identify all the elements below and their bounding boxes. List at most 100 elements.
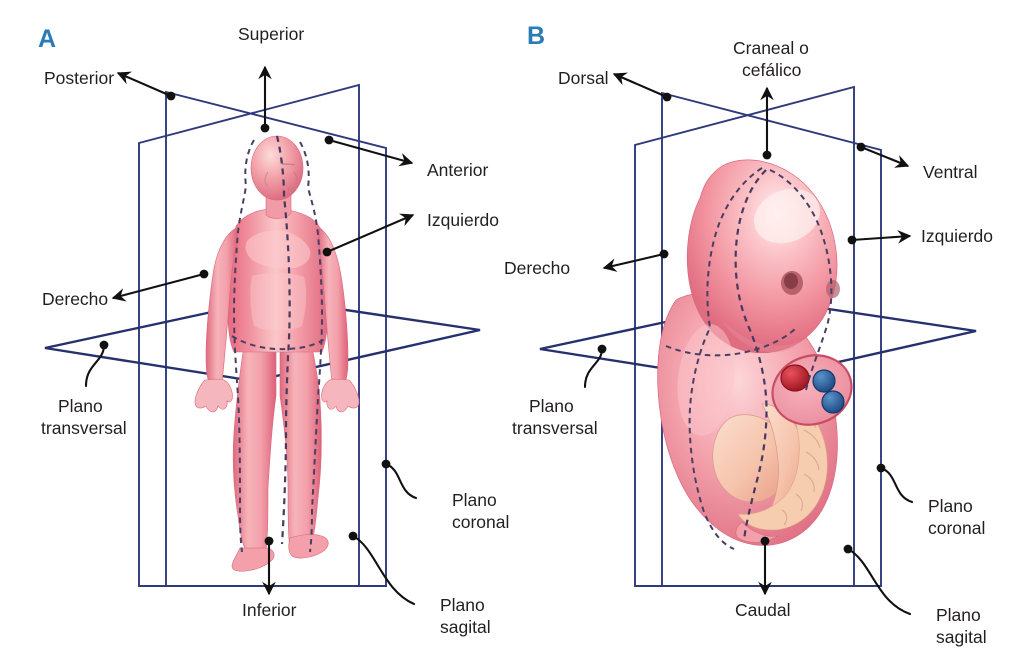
label-b-plano-sagital-line2: sagital xyxy=(936,627,987,647)
dot-b-derecho xyxy=(659,249,669,259)
embryo-coronal-trace-left xyxy=(688,167,763,550)
label-a-posterior: Posterior xyxy=(44,68,114,88)
mouth-line xyxy=(287,186,299,190)
panel-a-plane-leaders: Plano transversal Plano coronal Plano sa… xyxy=(41,340,509,637)
label-b-plano-coronal-line1: Plano xyxy=(928,496,973,516)
leader-b-derecho xyxy=(602,252,665,272)
dot-b-plano-coronal xyxy=(876,463,886,473)
dot-b-craneal xyxy=(762,150,772,160)
head-highlight xyxy=(754,188,820,244)
dot-a-plano-coronal xyxy=(381,459,391,469)
panel-a-direction-leaders: Superior Inferior Posterior Anterior Izq… xyxy=(42,24,499,620)
embryo-figure xyxy=(657,159,853,550)
umbilical-vein-1 xyxy=(812,369,836,393)
dot-b-plano-sagital xyxy=(843,544,853,554)
label-a-plano-coronal-line1: Plano xyxy=(452,490,497,510)
label-a-izquierdo: Izquierdo xyxy=(427,210,499,230)
panel-b-letter: B xyxy=(527,22,545,50)
left-foot xyxy=(231,547,275,572)
label-b-plano-transversal-line1: Plano xyxy=(529,396,574,416)
umbilical-vein-2 xyxy=(821,390,845,414)
label-b-plano-transversal-line2: transversal xyxy=(512,418,598,438)
adult-figure xyxy=(194,135,360,572)
dot-a-plano-transversal xyxy=(99,340,109,350)
leader-b-plano-sagital xyxy=(846,547,912,616)
label-b-craneal-line1: Craneal o xyxy=(733,38,809,58)
dot-a-izquierdo xyxy=(322,247,332,257)
upper-limb-bud xyxy=(712,414,790,503)
dot-a-plano-sagital xyxy=(348,531,358,541)
eye-line xyxy=(281,163,296,166)
ear-line xyxy=(264,171,269,187)
label-a-anterior: Anterior xyxy=(427,160,488,180)
dot-b-caudal xyxy=(760,536,770,546)
label-a-superior: Superior xyxy=(238,24,304,44)
label-a-plano-sagital-line1: Plano xyxy=(440,595,485,615)
left-hand xyxy=(321,378,360,413)
dot-b-plano-transversal xyxy=(597,344,607,354)
label-b-caudal: Caudal xyxy=(735,600,790,620)
leader-a-plano-sagital xyxy=(351,534,416,606)
right-hand xyxy=(194,378,233,413)
dot-a-anterior xyxy=(324,135,334,145)
label-a-derecho: Derecho xyxy=(42,289,108,309)
leader-a-plano-coronal xyxy=(384,462,418,500)
label-b-plano-sagital-line1: Plano xyxy=(936,605,981,625)
label-a-plano-transversal-line2: transversal xyxy=(41,418,127,438)
back-highlight xyxy=(677,324,735,436)
leader-a-posterior xyxy=(116,71,172,97)
dot-b-izquierdo xyxy=(847,235,857,245)
plane-a-coronal xyxy=(165,90,387,587)
panel-a-letter: A xyxy=(38,25,56,53)
coronal-trace-left xyxy=(299,141,324,553)
plane-a-transversal xyxy=(44,297,481,383)
dot-a-inferior xyxy=(264,536,274,546)
head xyxy=(250,135,304,201)
pharyngeal-arch xyxy=(722,320,800,353)
right-foot xyxy=(288,534,329,559)
left-arm xyxy=(317,227,349,383)
right-leg xyxy=(279,344,322,551)
leader-b-izquierdo xyxy=(851,230,912,244)
label-a-plano-coronal-line2: coronal xyxy=(452,512,509,532)
tail-tip xyxy=(735,521,779,543)
midsagittal-trace xyxy=(275,135,291,545)
dot-a-derecho xyxy=(199,269,209,279)
leader-a-izquierdo xyxy=(326,213,415,253)
chest-shading xyxy=(245,230,311,269)
label-b-craneal-line2: cefálico xyxy=(742,60,801,80)
panel-b-direction-leaders: Craneal o cefálico Caudal Dorsal Ventral… xyxy=(504,38,993,620)
abdomen-shading xyxy=(250,273,307,331)
leader-b-plano-transversal xyxy=(583,347,604,389)
umbilical-artery xyxy=(780,364,810,392)
label-b-derecho: Derecho xyxy=(504,258,570,278)
label-b-ventral: Ventral xyxy=(923,162,977,182)
panel-b-plane-leaders: Plano transversal Plano coronal Plano sa… xyxy=(512,344,987,647)
leader-a-derecho xyxy=(111,272,205,302)
label-a-plano-transversal-line1: Plano xyxy=(58,396,103,416)
leader-a-anterior xyxy=(328,138,414,167)
label-a-plano-sagital-line2: sagital xyxy=(440,617,491,637)
leader-a-plano-transversal xyxy=(84,343,106,388)
coronal-trace-right xyxy=(232,139,255,553)
dot-a-superior xyxy=(260,123,270,133)
panel-b: B xyxy=(504,22,993,647)
label-b-dorsal: Dorsal xyxy=(558,68,609,88)
label-b-plano-coronal-line2: coronal xyxy=(928,518,985,538)
dot-b-dorsal xyxy=(662,92,672,102)
panel-a-planes xyxy=(44,83,481,587)
panel-a: A xyxy=(38,24,509,637)
leader-b-plano-coronal xyxy=(879,466,914,504)
label-b-izquierdo: Izquierdo xyxy=(921,226,993,246)
embryo-midsagittal-trace xyxy=(734,169,768,541)
leader-b-ventral xyxy=(860,146,910,168)
embryo-transverse-trace xyxy=(665,327,797,357)
leader-b-dorsal xyxy=(612,72,668,98)
eye-pupil xyxy=(784,273,798,289)
dot-a-posterior xyxy=(166,91,176,101)
nasal-pit xyxy=(826,280,840,298)
dot-b-ventral xyxy=(856,142,866,152)
nose-line xyxy=(293,171,299,184)
